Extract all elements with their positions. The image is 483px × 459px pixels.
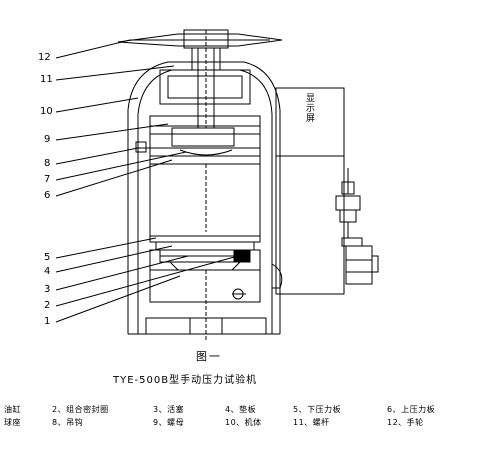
callout-12: 12 xyxy=(38,52,51,63)
callout-7: 7 xyxy=(44,174,51,185)
legend-item: 球座 xyxy=(4,418,21,427)
legend-item: 3、活塞 xyxy=(153,405,185,414)
legend-item: 10、机体 xyxy=(225,418,262,427)
ball-seat xyxy=(179,149,233,156)
lower-pressure-plate xyxy=(149,235,261,243)
legend-item: 11、螺杆 xyxy=(293,418,330,427)
callout-3: 3 xyxy=(44,284,51,295)
callout-9: 9 xyxy=(44,134,51,145)
legend-item: 9、螺母 xyxy=(153,418,185,427)
callout-4: 4 xyxy=(44,266,51,277)
figure-title: TYE-500B型手动压力试验机 xyxy=(113,375,258,386)
upper-pressure-plate xyxy=(149,155,261,165)
callout-5: 5 xyxy=(44,252,51,263)
legend-item: 4、垫板 xyxy=(225,405,257,414)
legend-item: 8、吊钩 xyxy=(52,418,84,427)
callout-10: 10 xyxy=(40,106,53,117)
machine-body xyxy=(127,61,281,335)
handwheel xyxy=(117,29,283,49)
nut xyxy=(149,69,261,127)
callout-6: 6 xyxy=(44,190,51,201)
hook xyxy=(135,141,147,153)
legend-item: 6、上压力板 xyxy=(387,405,436,414)
legend-item: 2、组合密封圈 xyxy=(52,405,109,414)
oil-cylinder xyxy=(149,249,261,340)
gauge-assembly xyxy=(335,168,379,285)
display-box xyxy=(275,87,345,295)
callout-11: 11 xyxy=(40,74,53,85)
callout-2: 2 xyxy=(44,300,51,311)
legend-item: 油缸 xyxy=(4,405,21,414)
callout-8: 8 xyxy=(44,158,51,169)
callout-1: 1 xyxy=(44,316,51,327)
legend-item: 5、下压力板 xyxy=(293,405,342,414)
legend-item: 12、手轮 xyxy=(387,418,424,427)
figure-label: 图一 xyxy=(196,350,222,363)
display-label: 显示屏 xyxy=(306,94,316,124)
